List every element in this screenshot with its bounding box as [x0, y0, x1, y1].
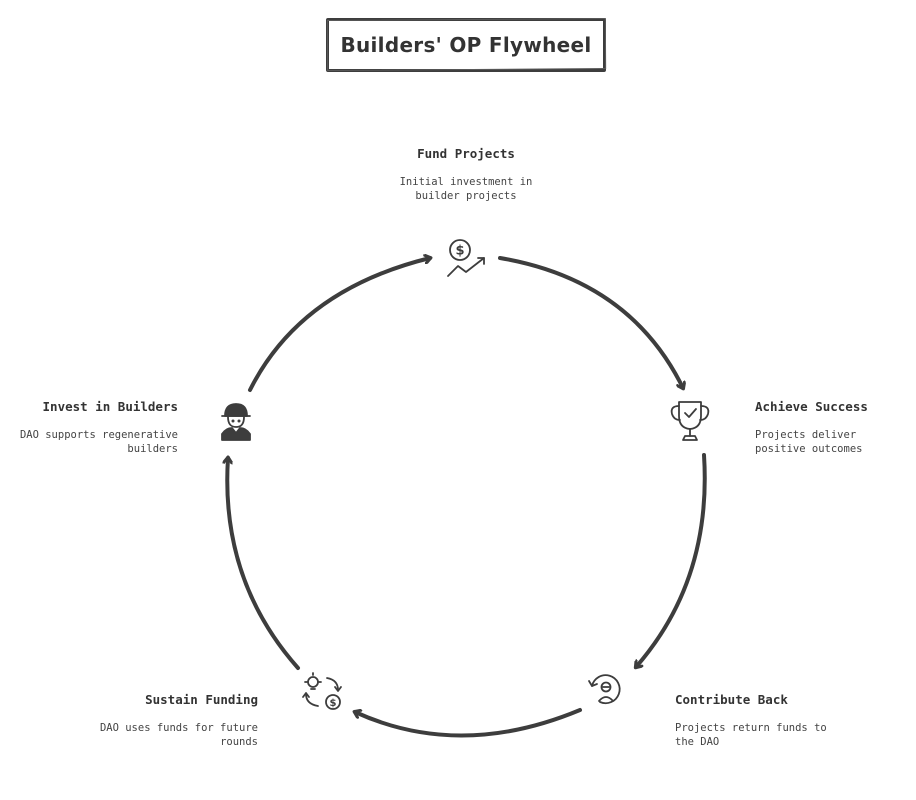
stage-description: DAO uses funds for future rounds	[99, 722, 258, 748]
arc-fund-to-success	[498, 256, 683, 388]
stage-sustain-funding: Sustain Funding DAO uses funds for futur…	[98, 692, 258, 749]
trophy-icon	[670, 401, 710, 441]
stage-description: Projects return funds to the DAO	[675, 722, 827, 748]
stage-achieve-success: Achieve Success Projects deliver positiv…	[755, 399, 895, 456]
svg-text:$: $	[455, 244, 464, 259]
title-box: Builders' OP Flywheel	[326, 18, 606, 72]
stage-fund-projects: Fund Projects Initial investment in buil…	[376, 146, 556, 203]
stage-contribute-back: Contribute Back Projects return funds to…	[675, 692, 835, 749]
stage-heading: Achieve Success	[755, 399, 868, 414]
stage-heading: Contribute Back	[675, 692, 788, 707]
builder-worker-icon	[221, 403, 251, 441]
return-funds-icon	[588, 674, 621, 705]
stage-heading: Fund Projects	[417, 146, 515, 161]
arc-invest-to-fund	[248, 258, 430, 392]
stage-invest-in-builders: Invest in Builders DAO supports regenera…	[18, 399, 178, 456]
arc-success-to-contribute	[636, 453, 707, 667]
arc-sustain-to-invest	[227, 458, 300, 670]
stage-description: DAO supports regenerative builders	[19, 429, 178, 455]
stage-description: Initial investment in builder projects	[399, 176, 533, 202]
stage-description: Projects deliver positive outcomes	[755, 429, 863, 455]
stage-heading: Sustain Funding	[145, 692, 258, 707]
arc-contribute-to-sustain	[355, 708, 582, 738]
diagram-title: Builders' OP Flywheel	[340, 33, 592, 57]
investment-growth-icon: $	[447, 239, 485, 277]
svg-text:$: $	[330, 698, 337, 709]
stage-heading: Invest in Builders	[42, 399, 178, 414]
funding-cycle-icon: $	[302, 672, 342, 710]
